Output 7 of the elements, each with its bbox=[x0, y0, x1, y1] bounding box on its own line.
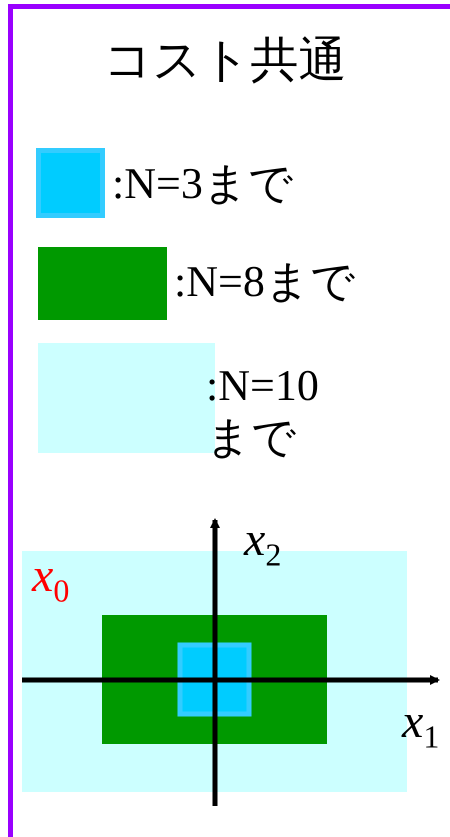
legend-text: :N=8まで bbox=[174, 256, 356, 308]
title: コスト共通 bbox=[102, 31, 348, 90]
legend-text: :N=10まで bbox=[206, 360, 320, 464]
region-label: x$_{0}$ bbox=[32, 548, 70, 610]
axis-label: x$_{1}$ bbox=[402, 694, 440, 756]
axis-label: x$_{2}$ bbox=[244, 512, 282, 574]
legend-text: :N=3まで bbox=[112, 158, 294, 210]
